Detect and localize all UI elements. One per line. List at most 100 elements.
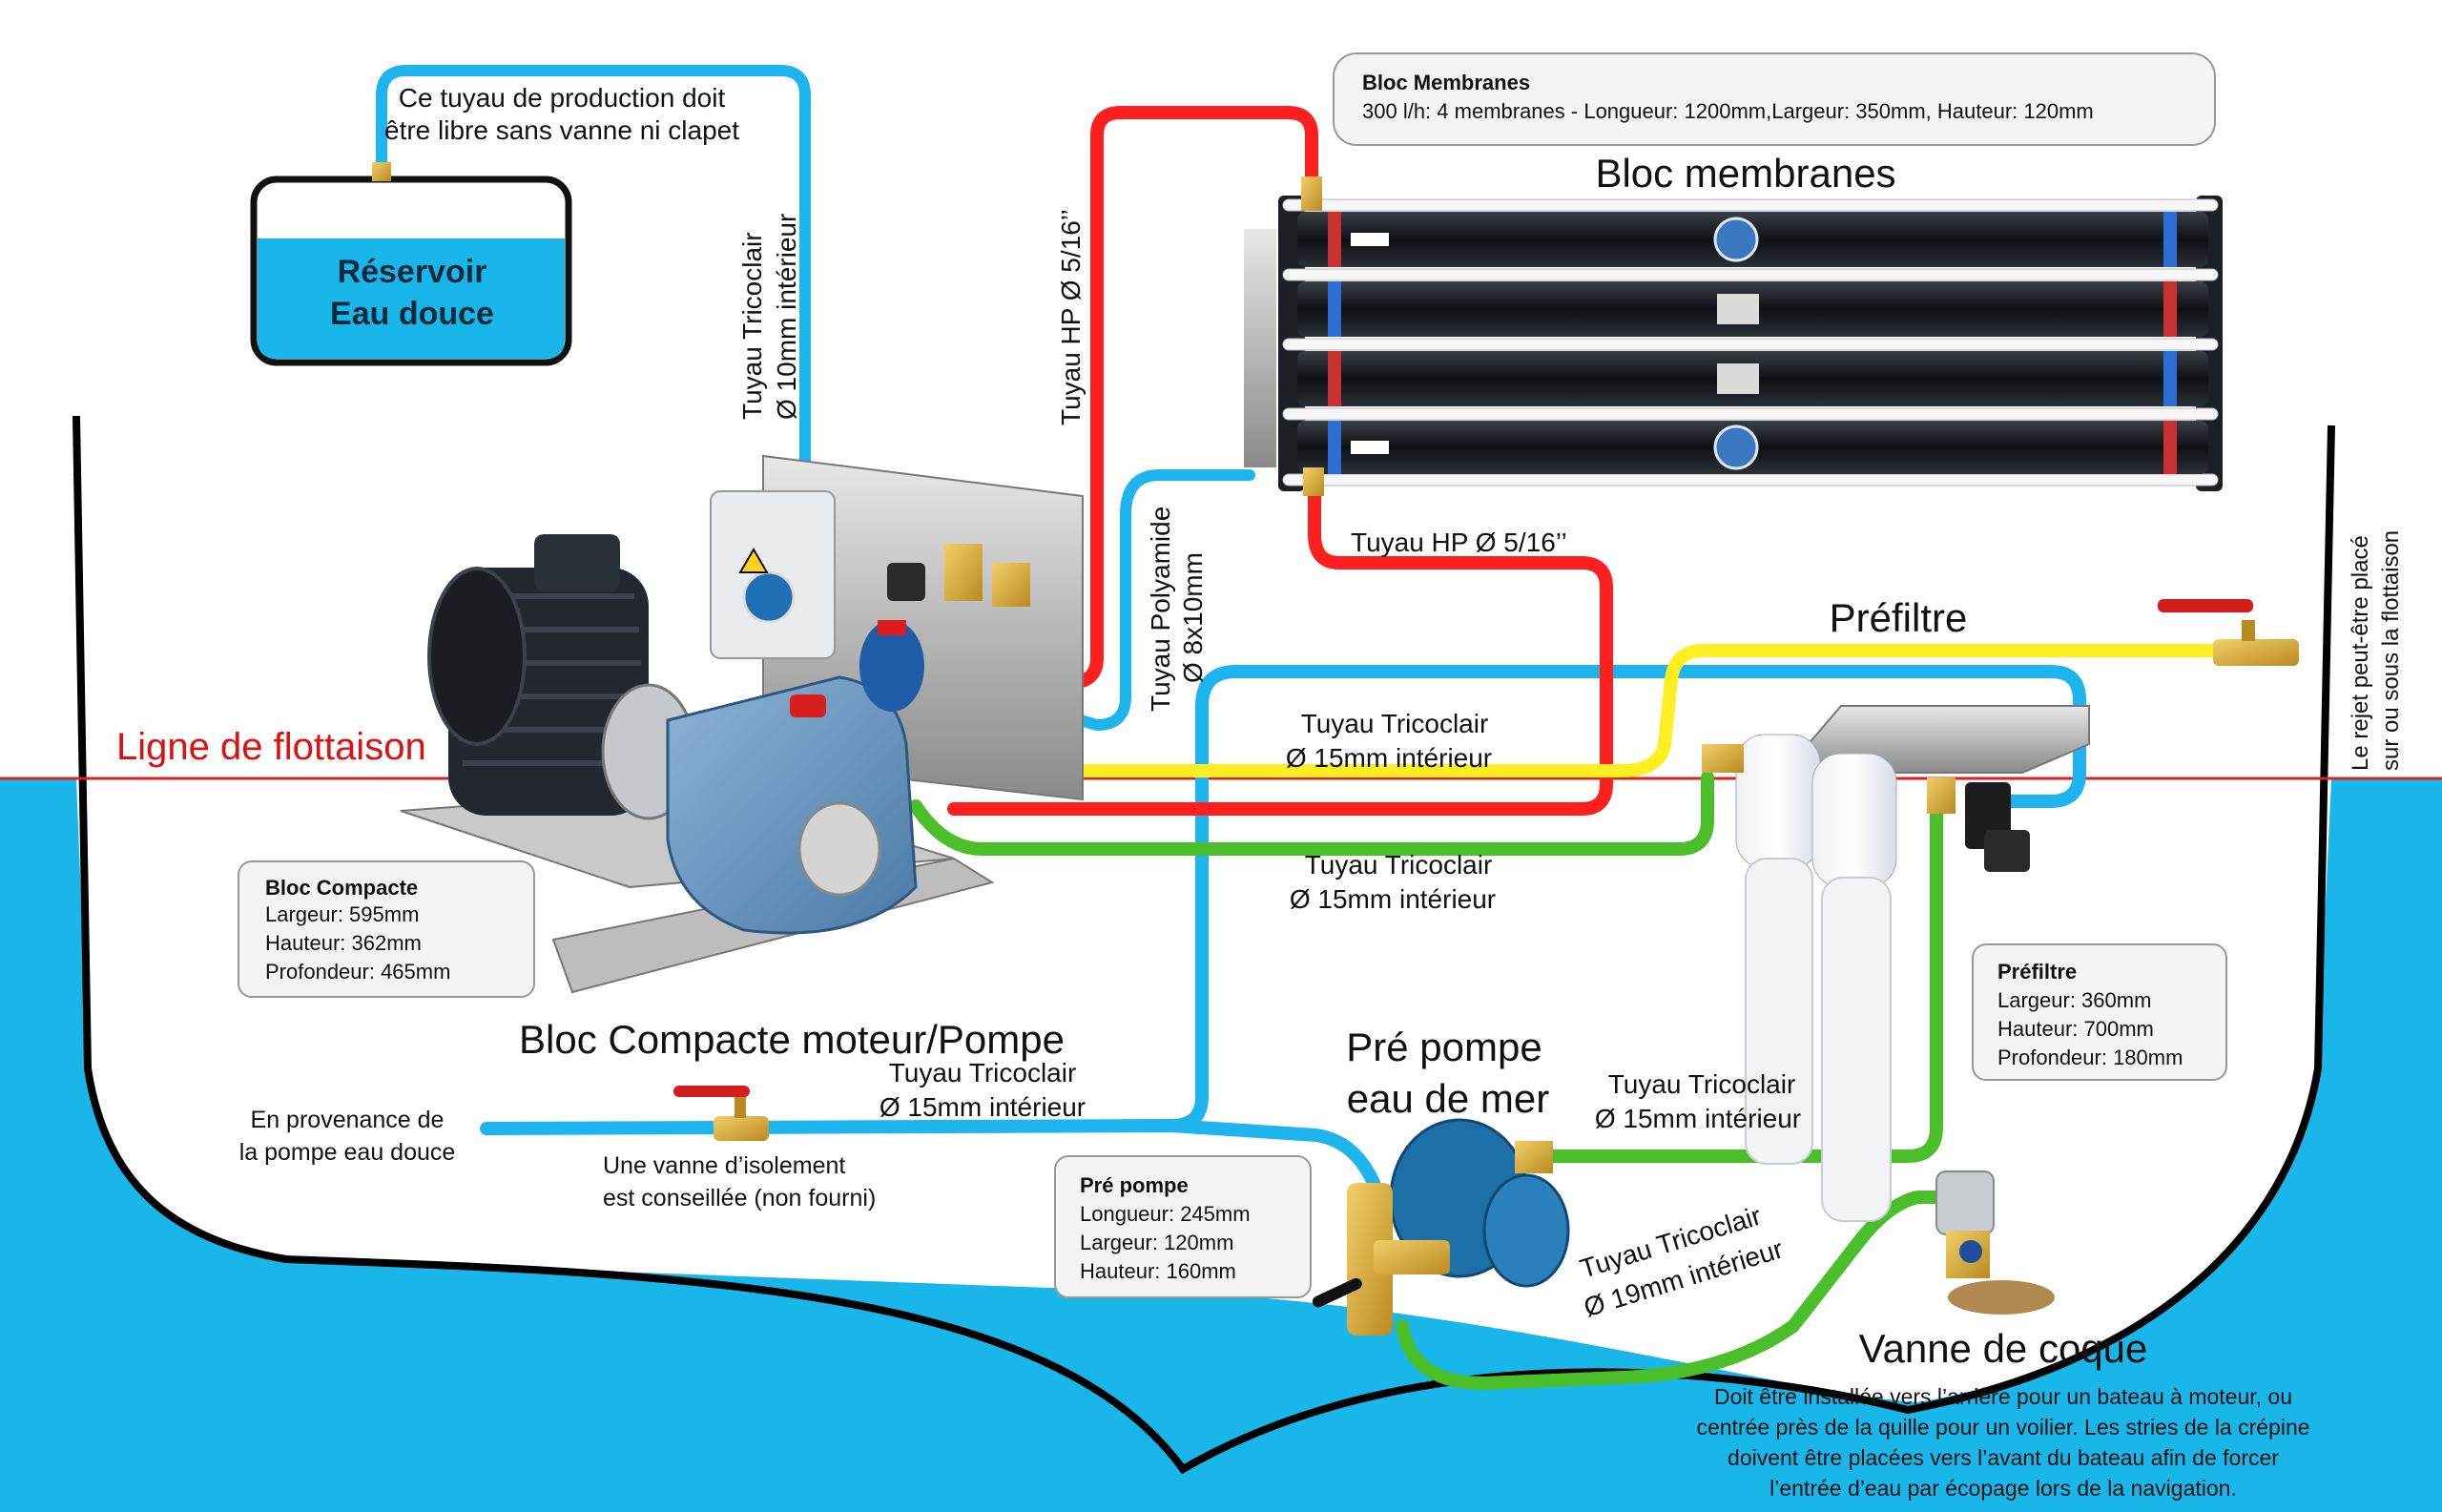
polyamide-label: Tuyau Polyamide Ø 8x10mm — [1146, 507, 1208, 712]
panel-gauge — [887, 563, 925, 601]
reject-ball-valve — [2158, 599, 2299, 666]
isolation-valve-handle — [673, 1086, 750, 1097]
reject-valve-handle — [2158, 599, 2253, 612]
motor-end-cap — [427, 567, 527, 746]
compact-info-line: Largeur: 595mm — [265, 902, 419, 926]
seawater-prepump — [1312, 1118, 1570, 1336]
prepump-info-line: Largeur: 120mm — [1080, 1231, 1233, 1254]
tricoclair-15-a-line1: Tuyau Tricoclair — [1301, 709, 1489, 738]
prepump-info-line: Hauteur: 160mm — [1080, 1259, 1236, 1283]
prefilter-to-pump-hose — [909, 771, 1714, 856]
waterline-label: Ligne de flottaison — [116, 726, 426, 768]
panel-valve — [944, 544, 983, 601]
motor-terminal-box — [534, 534, 620, 591]
prefilter-info-box: Préfiltre Largeur: 360mm Hauteur: 700mm … — [1972, 943, 2227, 1081]
warning-sign-icon — [738, 548, 769, 573]
tricoclair-15-c-line2: Ø 15mm intérieur — [880, 1092, 1086, 1122]
tank-note-line1: Ce tuyau de production doit — [399, 83, 726, 113]
reject-hose — [976, 644, 2239, 777]
accumulator — [859, 620, 924, 712]
tricoclair-15-d-line2: Ø 15mm intérieur — [1595, 1104, 1801, 1133]
tricoclair-15-a-line2: Ø 15mm intérieur — [1286, 743, 1492, 773]
prefilter-info-line: Largeur: 360mm — [1997, 988, 2151, 1012]
prepump-info-box: Pré pompe Longueur: 245mm Largeur: 120mm… — [1054, 1155, 1312, 1298]
tank-water — [258, 238, 565, 359]
hp-pump-pulley — [797, 801, 881, 897]
prepump-inlet-hose — [1165, 1119, 1380, 1190]
hull-valve-heading: Vanne de coque — [1859, 1326, 2148, 1371]
hull-valve-desc: Doit être installée vers l’arrière pour … — [1714, 1384, 2292, 1409]
hull-valve-flange — [1948, 1280, 2055, 1315]
hoses — [376, 65, 2239, 1390]
hp-hose-vertical — [1052, 106, 1318, 690]
prefilter-cartridge — [1745, 858, 1813, 1165]
membrane-tube — [1297, 281, 2208, 337]
hose-label-line1: Tuyau Tricoclair — [737, 232, 767, 420]
hose-label-line2: Ø 10mm intérieur — [772, 214, 801, 420]
prepump-heading-line2: eau de mer — [1347, 1076, 1549, 1121]
hull-valve-strainer — [1935, 1170, 1995, 1235]
accumulator-red-cap — [878, 620, 906, 635]
isolation-ball-valve — [673, 1086, 769, 1141]
hose-label-line2: Ø 8x10mm — [1178, 552, 1208, 683]
prepump-strainer — [1347, 1183, 1393, 1336]
prefilter-cartridge — [1821, 877, 1892, 1222]
hull-valve — [1935, 1170, 2055, 1315]
freshwater-inlet-line2: la pompe eau douce — [239, 1139, 456, 1166]
membrane-tube — [1297, 421, 2208, 474]
prepump-inlet-valve — [1374, 1240, 1450, 1274]
hp-vertical-label: Tuyau HP Ø 5/16’’ — [1056, 209, 1086, 425]
membranes-info-box — [1333, 52, 2216, 146]
prefilter-housing — [1811, 753, 1897, 888]
membrane-tube — [1297, 351, 2208, 406]
membrane-tube — [1297, 212, 2208, 267]
compact-block-info-box: Bloc Compacte Largeur: 595mm Hauteur: 36… — [238, 860, 535, 998]
prefilter-info-line: Hauteur: 700mm — [1997, 1017, 2154, 1041]
prefilter-housing — [1735, 734, 1821, 869]
prefilter-info-title: Préfiltre — [1997, 960, 2077, 984]
prefilter-info-line: Profondeur: 180mm — [1997, 1046, 2183, 1069]
tie-rod — [1282, 198, 2219, 212]
prefilter-fitting — [1927, 777, 1956, 814]
prefilter-heading: Préfiltre — [1830, 595, 1968, 640]
reject-note-line2: sur ou sous la flottaison — [2378, 530, 2404, 771]
compact-block-heading: Bloc Compacte moteur/Pompe — [519, 1017, 1065, 1062]
freshwater-flush-hose — [480, 665, 2086, 1135]
flush-solenoid — [1984, 830, 2030, 872]
membranes-block: Bloc Membranes 300 l/h: 4 membranes - Lo… — [1244, 52, 2223, 496]
reject-note-line1: Le rejet peut-être placé — [2348, 535, 2373, 771]
hp-pump-red-cap — [790, 694, 826, 717]
freshwater-tank: Réservoir Eau douce Ce tuyau de producti… — [250, 83, 739, 366]
hull-valve-knob — [1959, 1240, 1982, 1263]
prepump-info-line: Longueur: 245mm — [1080, 1202, 1251, 1226]
hull-outline — [72, 415, 2335, 1475]
tricoclair-10-label: Tuyau Tricoclair Ø 10mm intérieur — [737, 214, 801, 420]
hose-label-line1: Tuyau Polyamide — [1146, 507, 1175, 712]
tricoclair-15-c-line1: Tuyau Tricoclair — [889, 1058, 1077, 1087]
electrical-box-dial — [742, 570, 796, 624]
hp-outlet-fitting — [1303, 467, 1324, 496]
prepump-to-prefilter-hose — [1539, 795, 1943, 1163]
valve-note-line1: Une vanne d’isolement — [603, 1152, 845, 1179]
hull-valve-desc: centrée près de la quille pour un voilie… — [1696, 1415, 2309, 1440]
tank-title-line2: Eau douce — [330, 296, 494, 332]
polyamide-hose — [958, 469, 1255, 731]
valve-note-line2: est conseillée (non fourni) — [603, 1185, 876, 1212]
prefilter-unit — [1702, 705, 2090, 1222]
membranes-heading: Bloc membranes — [1595, 151, 1895, 196]
freshwater-inlet-line1: En provenance de — [251, 1107, 445, 1133]
tank-title-line1: Réservoir — [338, 254, 487, 290]
compact-info-title: Bloc Compacte — [265, 876, 418, 900]
hose-label: Tuyau HP Ø 5/16’’ — [1056, 209, 1086, 425]
tie-rod — [1282, 268, 2219, 281]
compact-info-line: Profondeur: 465mm — [265, 960, 450, 984]
tricoclair-15-d-line1: Tuyau Tricoclair — [1608, 1069, 1796, 1099]
tricoclair-15-b-line2: Ø 15mm intérieur — [1290, 884, 1496, 914]
tank-fitting — [372, 162, 391, 181]
hp-horizontal-label: Tuyau HP Ø 5/16’’ — [1351, 528, 1567, 557]
membranes-info-text: 300 l/h: 4 membranes - Longueur: 1200mm,… — [1362, 99, 2094, 123]
hull-valve-desc: doivent être placées vers l’avant du bat… — [1728, 1445, 2279, 1470]
prepump-fitting — [1515, 1141, 1553, 1173]
prepump-valve-handle — [1312, 1277, 1362, 1308]
